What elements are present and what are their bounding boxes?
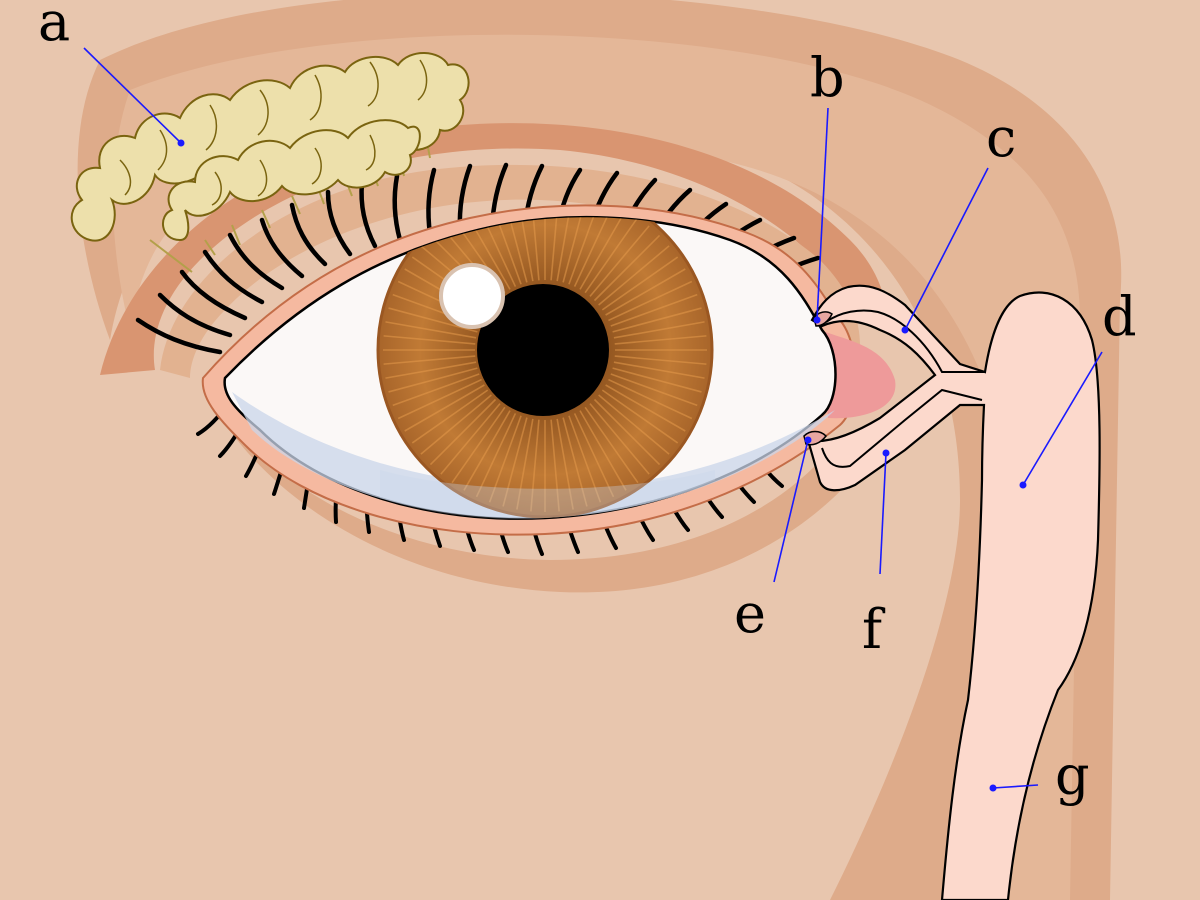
iris-striation: [502, 417, 528, 507]
iris-striation: [429, 398, 497, 466]
iris-striation: [605, 384, 686, 432]
iris-striation: [488, 415, 522, 503]
canaliculus-inner-lower: [821, 388, 983, 468]
leader-c: [904, 167, 989, 331]
leader-f: [879, 452, 887, 575]
lower-lid-shadow: [205, 390, 860, 593]
iris-striation: [404, 384, 485, 432]
iris-striation: [601, 256, 679, 311]
iris-striation: [573, 413, 615, 498]
iris-striation: [568, 415, 602, 503]
iris-striation: [614, 335, 707, 345]
iris-striation: [550, 419, 560, 512]
iris-striation: [589, 403, 650, 475]
iris-striation: [516, 418, 534, 510]
iris-striation: [598, 245, 670, 306]
iris-striation: [593, 398, 661, 466]
iris-striation: [613, 321, 705, 339]
iris-striation: [614, 355, 707, 365]
iris-striation: [605, 268, 686, 316]
sclera-shadow: [232, 392, 835, 519]
iris-striation: [562, 217, 588, 283]
gland-palpebral-lobe: [162, 119, 421, 242]
iris-striation: [612, 367, 702, 393]
iris-striation: [420, 394, 492, 455]
iris-striation: [411, 389, 489, 444]
iris-striation: [556, 217, 574, 282]
iris-striation: [488, 217, 522, 285]
iris-striation: [613, 361, 705, 379]
lacrimal-gland: [70, 52, 470, 273]
iris-striation: [579, 410, 627, 491]
label-b: b: [810, 46, 845, 109]
leader-d: [1022, 351, 1103, 486]
leader-a-dot: [177, 139, 185, 147]
iris-striation: [598, 394, 670, 455]
leader-c-dot: [901, 326, 909, 334]
iris-striation: [451, 406, 506, 484]
iris-striation: [502, 217, 528, 283]
iris-striation: [388, 367, 478, 393]
iris-striation: [573, 217, 615, 287]
iris-striation: [550, 217, 560, 281]
label-d: d: [1102, 285, 1137, 348]
label-e: e: [734, 582, 766, 645]
label-g: g: [1055, 744, 1090, 807]
iris-striation: [562, 417, 588, 507]
iris-striation: [463, 410, 511, 491]
iris-striation: [568, 217, 602, 285]
label-c: c: [986, 106, 1016, 169]
iris-striation: [397, 378, 482, 420]
corneal-highlight: [439, 263, 505, 329]
iris-striation: [516, 217, 534, 282]
iris-striation: [556, 418, 574, 510]
iris-striation: [584, 217, 639, 294]
iris-striation: [475, 217, 517, 287]
iris-striation: [610, 293, 698, 327]
iris-striation: [383, 355, 476, 365]
leader-d-dot: [1019, 481, 1027, 489]
leader-b: [816, 107, 829, 321]
iris-striation: [579, 217, 627, 290]
iris-striation: [388, 307, 478, 333]
leader-f-dot: [882, 449, 890, 457]
gland-lobule-lines: [119, 59, 428, 206]
pupil: [477, 284, 609, 416]
iris-striation: [593, 234, 661, 302]
iris-striation: [608, 280, 693, 322]
iris-striation: [530, 217, 540, 281]
leader-b-dot: [813, 316, 821, 324]
iris-striation: [601, 389, 679, 444]
iris-striation: [608, 378, 693, 420]
iris-striation: [612, 307, 702, 333]
iris-striation: [584, 406, 639, 484]
iris-striation: [385, 321, 477, 339]
label-a: a: [38, 0, 70, 53]
iris-striation: [385, 361, 477, 379]
canaliculus-inner: [825, 309, 985, 373]
iris-striation: [610, 373, 698, 407]
leader-g: [992, 784, 1039, 789]
iris-striation: [475, 413, 517, 498]
leader-e-dot: [804, 436, 812, 444]
leader-lines: [83, 47, 1103, 792]
caruncle: [820, 330, 896, 419]
iris-striation: [440, 403, 501, 475]
brow-shadow: [77, 0, 1122, 900]
leader-g-dot: [989, 784, 997, 792]
leader-e: [773, 439, 809, 583]
iris-striation: [392, 373, 480, 407]
iris-striation: [589, 225, 650, 297]
iris-striation: [383, 335, 476, 345]
leader-a: [83, 47, 182, 144]
iris-striation: [530, 419, 540, 512]
